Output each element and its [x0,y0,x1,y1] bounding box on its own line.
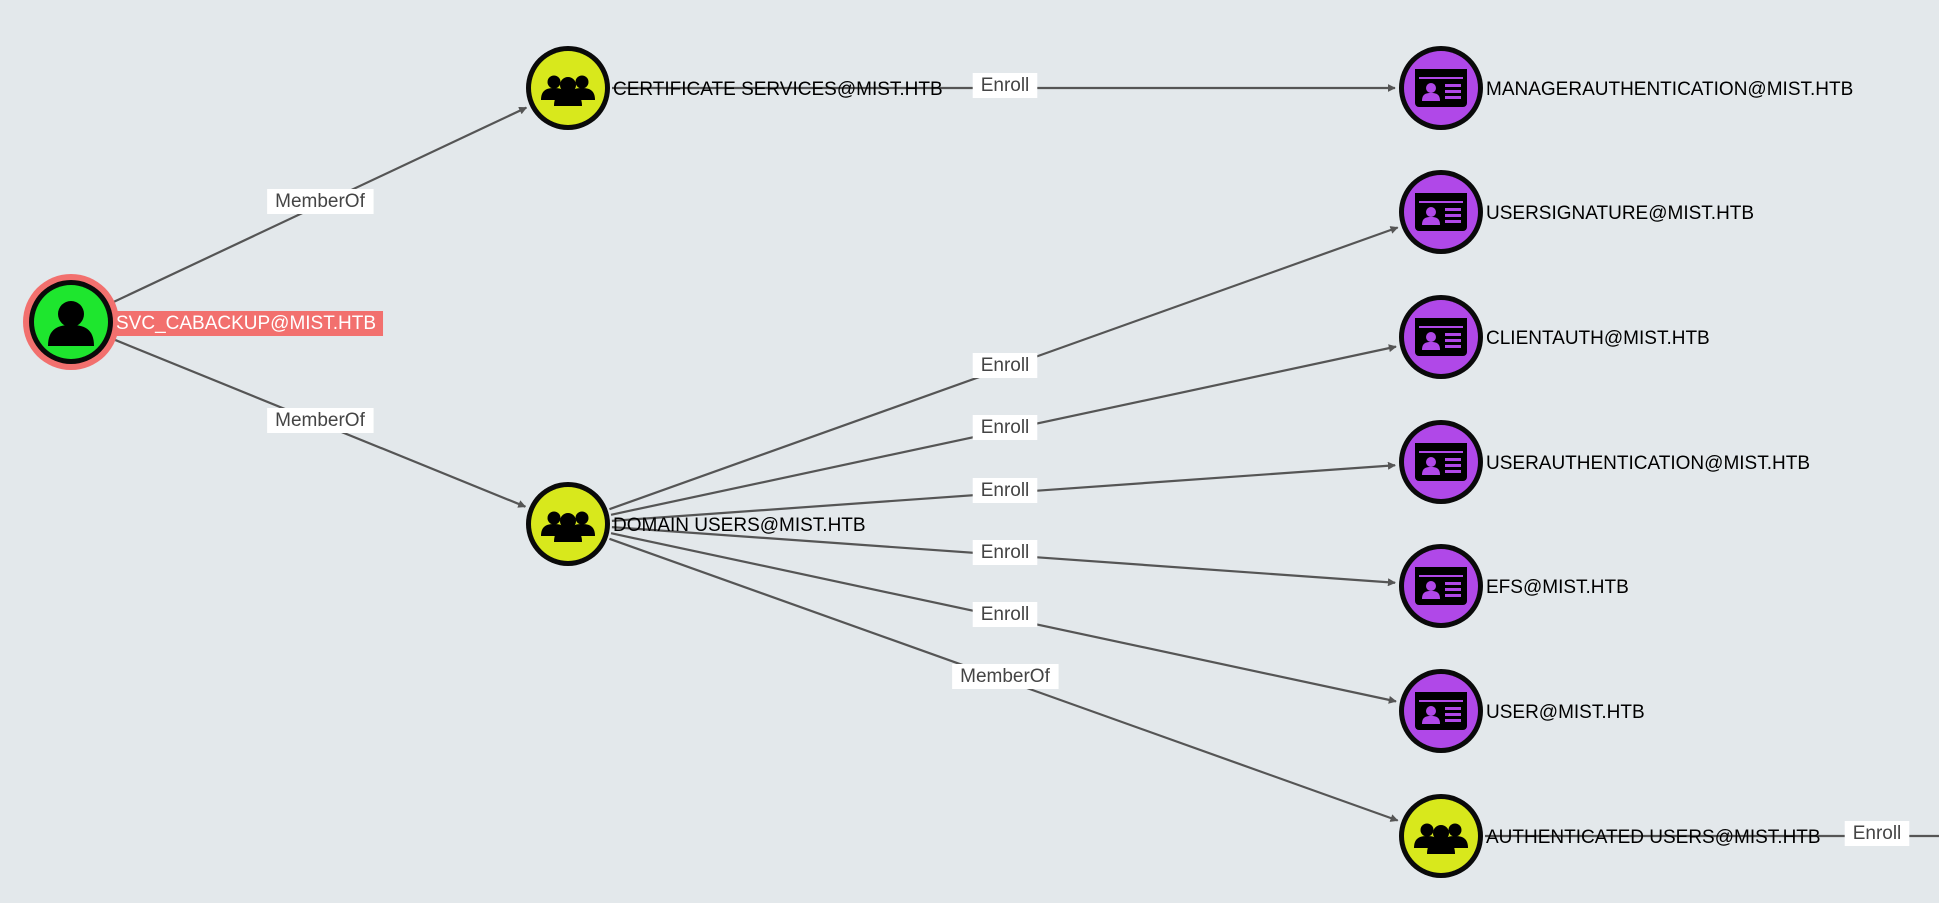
edge-label-background [972,602,1038,627]
edge-label-background [972,540,1038,565]
edge-label-background [1844,821,1910,846]
edge-label-text: Enroll [981,480,1030,501]
edge-label-background [972,415,1038,440]
edge-label-text: MemberOf [275,191,365,212]
id-card-icon [1415,443,1467,481]
node-label: DOMAIN USERS@MIST.HTB [613,515,866,536]
edge-label-text: Enroll [981,417,1030,438]
edge-label-background [972,73,1038,98]
id-card-icon [1415,69,1467,107]
node-label: SVC_CABACKUP@MIST.HTB [116,313,376,334]
node-domusers[interactable]: DOMAIN USERS@MIST.HTB [526,482,866,566]
edge-label-memberof[interactable]: MemberOf [267,189,374,214]
edge-label-text: MemberOf [960,666,1050,687]
edge-label-enroll[interactable]: Enroll [972,478,1038,503]
edge-labels-layer: MemberOfMemberOfEnrollEnrollEnrollEnroll… [267,73,1910,846]
node-label: CLIENTAUTH@MIST.HTB [1486,328,1710,349]
node-authusers[interactable]: AUTHENTICATED USERS@MIST.HTB [1399,794,1821,878]
edge-label-enroll[interactable]: Enroll [972,602,1038,627]
edge-label-memberof[interactable]: MemberOf [267,408,374,433]
node-efs[interactable]: EFS@MIST.HTB [1399,544,1629,628]
edge-label-enroll[interactable]: Enroll [972,73,1038,98]
node-label: CERTIFICATE SERVICES@MIST.HTB [613,79,943,100]
edge-label-background [952,664,1059,689]
node-label: USER@MIST.HTB [1486,702,1645,723]
edge-label-text: Enroll [981,542,1030,563]
node-svc[interactable]: SVC_CABACKUP@MIST.HTB [23,274,384,370]
edge-label-text: MemberOf [275,410,365,431]
edge-label-text: Enroll [981,355,1030,376]
node-label: EFS@MIST.HTB [1486,577,1629,598]
edge-label-text: Enroll [981,75,1030,96]
id-card-icon [1415,567,1467,605]
edge-label-background [267,408,374,433]
node-label: USERSIGNATURE@MIST.HTB [1486,203,1754,224]
node-label: USERAUTHENTICATION@MIST.HTB [1486,453,1810,474]
node-user[interactable]: USER@MIST.HTB [1399,669,1645,753]
node-label: AUTHENTICATED USERS@MIST.HTB [1486,827,1821,848]
id-card-icon [1415,318,1467,356]
node-certsvc[interactable]: CERTIFICATE SERVICES@MIST.HTB [526,46,943,130]
edge-label-enroll[interactable]: Enroll [972,353,1038,378]
edge-label-text: Enroll [1853,823,1902,844]
edge-label-background [267,189,374,214]
edge-label-background [972,478,1038,503]
edge-label-enroll[interactable]: Enroll [972,540,1038,565]
edge-label-enroll[interactable]: Enroll [1844,821,1910,846]
node-mgrauth[interactable]: MANAGERAUTHENTICATION@MIST.HTB [1399,46,1853,130]
edge-label-text: Enroll [981,604,1030,625]
edge-label-background [972,353,1038,378]
node-label: MANAGERAUTHENTICATION@MIST.HTB [1486,79,1853,100]
node-clientauth[interactable]: CLIENTAUTH@MIST.HTB [1399,295,1710,379]
edge-label-enroll[interactable]: Enroll [972,415,1038,440]
id-card-icon [1415,692,1467,730]
selected-label-background [113,311,384,336]
node-userauth[interactable]: USERAUTHENTICATION@MIST.HTB [1399,420,1810,504]
id-card-icon [1415,193,1467,231]
edge-label-memberof[interactable]: MemberOf [952,664,1059,689]
node-usersig[interactable]: USERSIGNATURE@MIST.HTB [1399,170,1754,254]
nodes-layer: SVC_CABACKUP@MIST.HTB CERTIFICATE SERVICE… [23,46,1853,878]
